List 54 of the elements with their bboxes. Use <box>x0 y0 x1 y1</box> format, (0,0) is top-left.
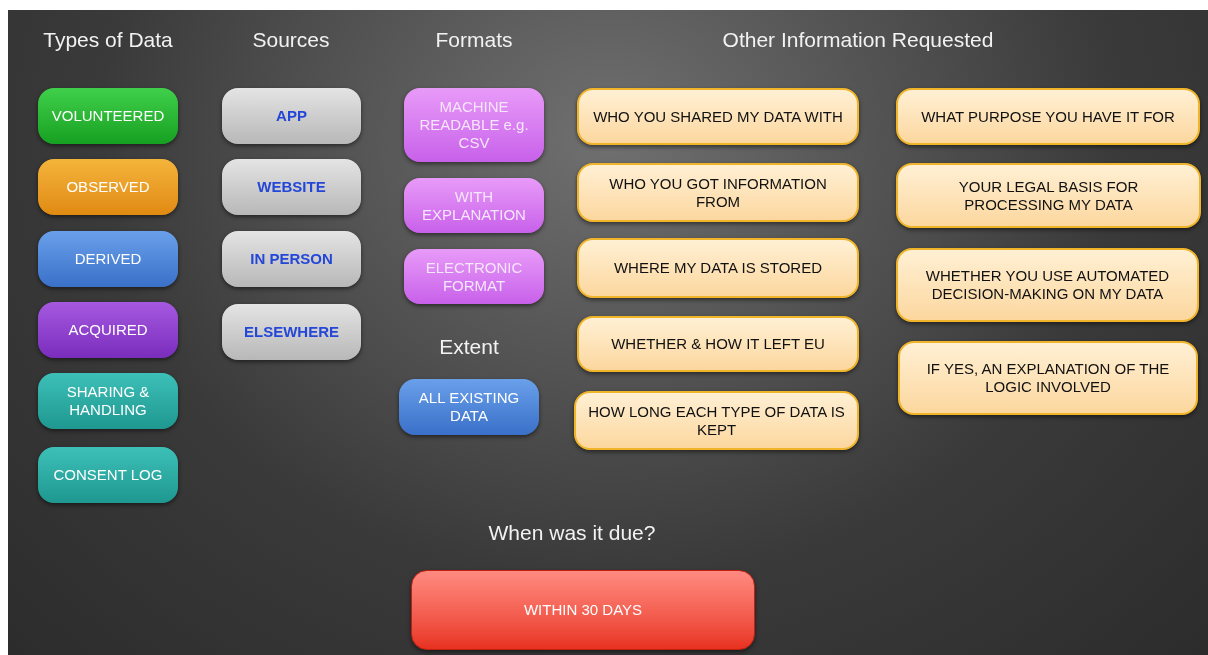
pill-label: WHO YOU SHARED MY DATA WITH <box>593 107 843 126</box>
pill-label: WHO YOU GOT INFORMATION FROM <box>608 174 828 211</box>
rounded-pill <box>896 248 1199 322</box>
pill-label: ELSEWHERE <box>244 323 339 341</box>
section-heading: Sources <box>252 27 330 54</box>
rounded-pill <box>404 178 544 233</box>
rounded-pill <box>896 163 1201 228</box>
pill-label: CONSENT LOG <box>53 466 163 484</box>
rounded-pill <box>222 231 361 287</box>
rounded-pill <box>577 316 859 372</box>
pill-label: VOLUNTEERED <box>51 107 165 125</box>
section-heading: Extent <box>439 334 499 361</box>
rounded-pill <box>38 302 178 358</box>
pill-label: APP <box>276 107 307 125</box>
rounded-pill <box>896 88 1200 145</box>
rounded-pill <box>222 88 361 144</box>
rounded-pill <box>38 231 178 287</box>
rounded-pill <box>574 391 859 450</box>
rounded-pill <box>222 159 361 215</box>
pill-label: WITHIN 30 DAYS <box>523 601 643 619</box>
rounded-pill <box>38 373 178 429</box>
pill-label: DERIVED <box>74 250 142 268</box>
pill-label: IF YES, AN EXPLANATION OF THE LOGIC INVOLVED <box>925 360 1171 396</box>
pill-label: WHETHER YOU USE AUTOMATED DECISION-MAKING ON MY DATA <box>924 267 1171 303</box>
pill-label: IN PERSON <box>250 250 333 268</box>
section-heading: When was it due? <box>488 520 656 547</box>
rounded-pill <box>577 163 859 222</box>
rounded-pill <box>399 379 539 435</box>
pill-label: WHAT PURPOSE YOU HAVE IT FOR <box>921 107 1175 126</box>
rounded-pill <box>404 249 544 304</box>
rounded-pill <box>222 304 361 360</box>
rounded-pill <box>577 88 859 145</box>
section-heading: Formats <box>435 27 513 54</box>
pill-label: WHERE MY DATA IS STORED <box>613 259 823 277</box>
pill-label: ELECTRONIC FORMAT <box>424 258 524 295</box>
pill-label: OBSERVED <box>66 178 150 196</box>
section-heading: Other Information Requested <box>722 27 994 54</box>
pill-label: YOUR LEGAL BASIS FOR PROCESSING MY DATA <box>957 177 1140 214</box>
pill-label: SHARING & HANDLING <box>65 383 151 419</box>
pill-label: HOW LONG EACH TYPE OF DATA IS KEPT <box>588 402 845 439</box>
rounded-pill <box>38 159 178 215</box>
rounded-pill <box>577 238 859 298</box>
pill-label: ACQUIRED <box>68 321 148 339</box>
rounded-pill <box>38 447 178 503</box>
rounded-pill <box>411 570 755 650</box>
rounded-pill <box>38 88 178 144</box>
section-heading: Types of Data <box>43 27 173 54</box>
pill-label: WHETHER & HOW IT LEFT EU <box>611 335 825 353</box>
pill-label: ALL EXISTING DATA <box>417 389 521 425</box>
pill-label: WEBSITE <box>257 178 326 196</box>
rounded-pill <box>404 88 544 162</box>
pill-label: WITH EXPLANATION <box>421 187 527 224</box>
rounded-pill <box>898 341 1198 415</box>
pill-label: MACHINE READABLE e.g. CSV <box>418 98 530 152</box>
